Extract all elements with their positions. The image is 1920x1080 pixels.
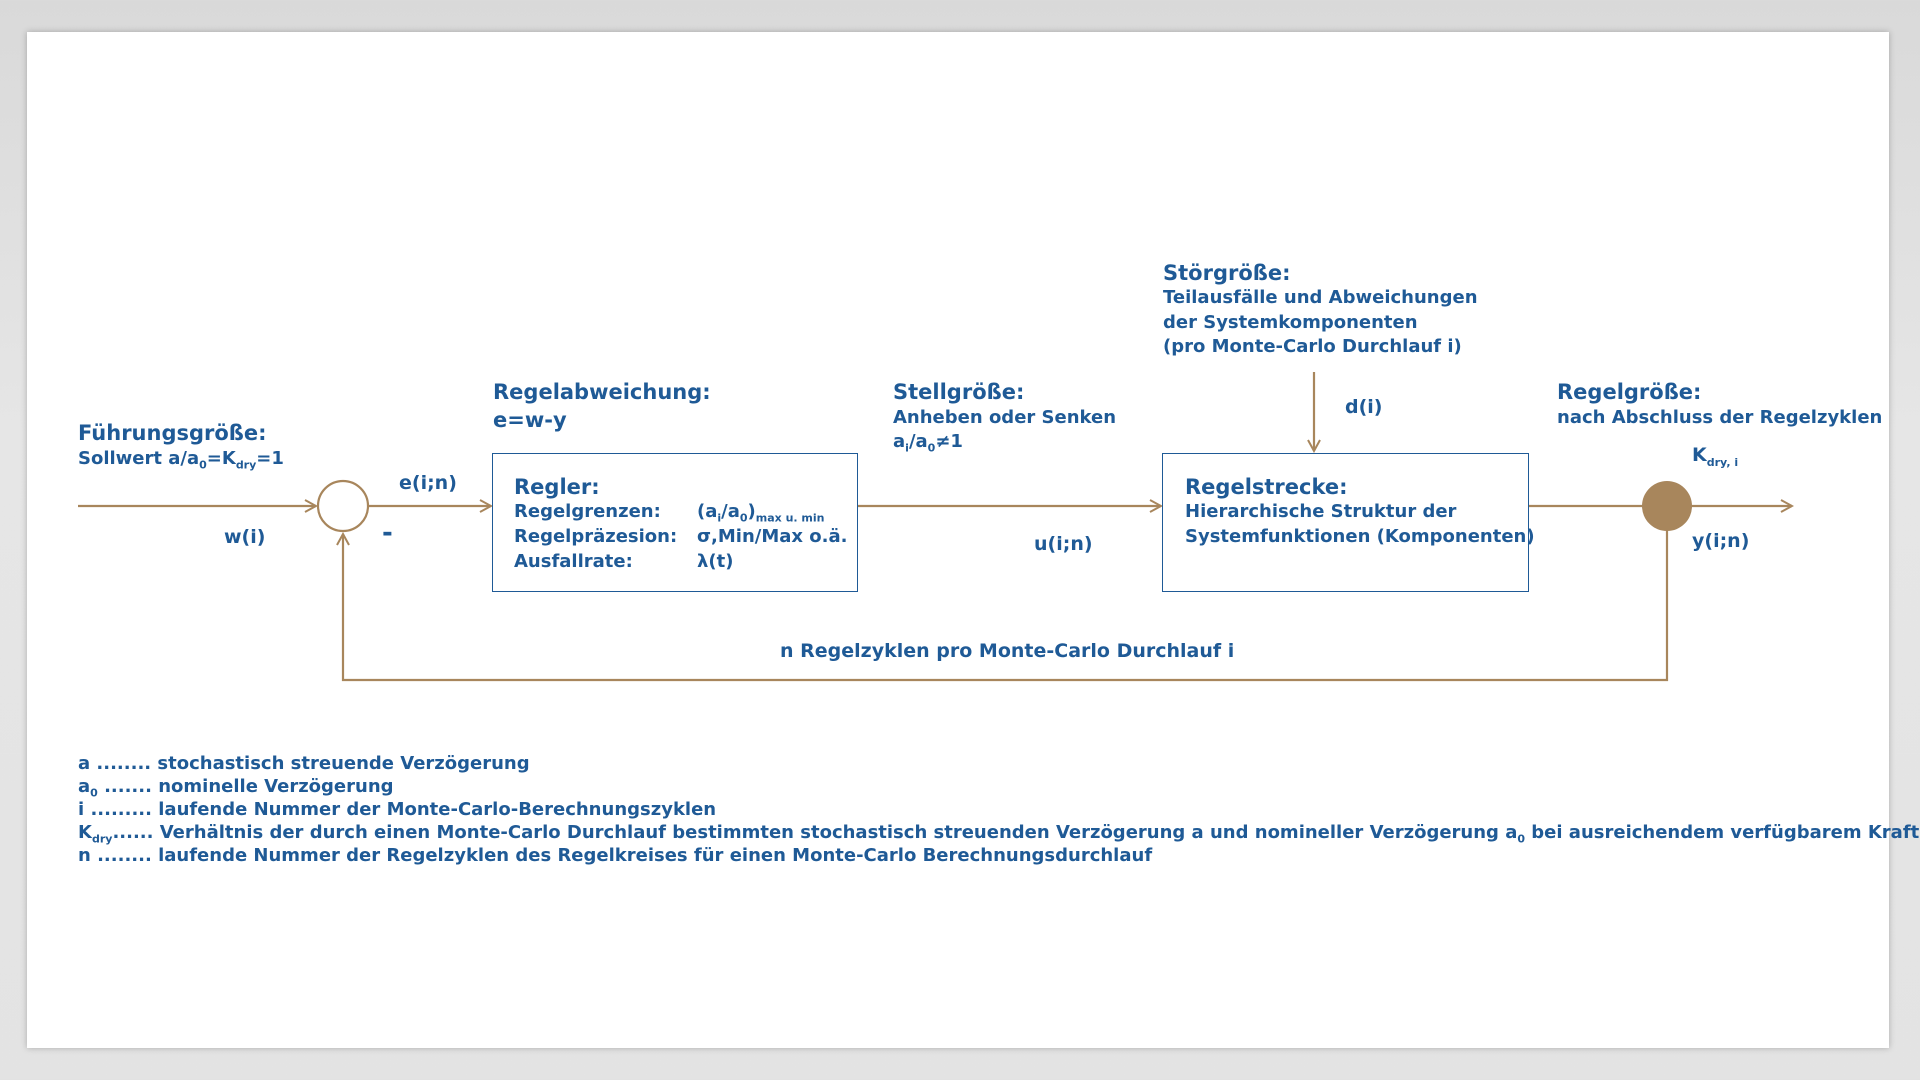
disturbance-line: der Systemkomponenten <box>1163 312 1418 333</box>
plant-box: Regelstrecke: Hierarchische Struktur der… <box>1162 453 1535 592</box>
controller-row-label: Ausfallrate: <box>514 551 633 572</box>
comparator-circle <box>316 479 370 533</box>
legend-row: a0 ....... nominelle Verzögerung <box>78 776 394 800</box>
output-junction <box>1642 481 1692 531</box>
signal-w: w(i) <box>224 526 266 548</box>
legend-row: i ......... laufende Nummer der Monte-Ca… <box>78 799 717 820</box>
output-line1: nach Abschluss der Regelzyklen <box>1557 407 1883 428</box>
error-title: Regelabweichung: <box>493 380 711 404</box>
error-formula: e=w-y <box>493 408 567 432</box>
plant-title: Regelstrecke: <box>1185 475 1348 499</box>
signal-y: y(i;n) <box>1692 530 1750 552</box>
wire-feedback <box>343 530 1669 682</box>
comparator-minus: - <box>382 518 393 548</box>
signal-e: e(i;n) <box>399 472 457 494</box>
signal-u: u(i;n) <box>1034 533 1093 555</box>
controller-row-label: Regelpräzesion: <box>514 526 678 547</box>
plant-line: Hierarchische Struktur der <box>1185 501 1457 522</box>
disturbance-line: Teilausfälle und Abweichungen <box>1163 287 1478 308</box>
legend-row: n ........ laufende Nummer der Regelzykl… <box>78 845 1153 866</box>
reference-title: Führungsgröße: <box>78 421 267 445</box>
output-title: Regelgröße: <box>1557 380 1702 404</box>
controller-row-value: λ(t) <box>697 551 734 572</box>
disturbance-title: Störgröße: <box>1163 261 1291 285</box>
reference-line: Sollwert a/a0=Kdry=1 <box>78 448 284 472</box>
feedback-label: n Regelzyklen pro Monte-Carlo Durchlauf … <box>780 640 1235 662</box>
controller-row-value: σ,Min/Max o.ä. <box>697 526 848 547</box>
actuating-line2: ai/a0≠1 <box>893 431 963 455</box>
actuating-line1: Anheben oder Senken <box>893 407 1117 428</box>
legend-row: a ........ stochastisch streuende Verzög… <box>78 753 530 774</box>
controller-row-value: (ai/a0)max u. min <box>697 501 825 525</box>
output-k-label: Kdry, i <box>1692 444 1739 469</box>
controller-box: Regler: Regelgrenzen: (ai/a0)max u. min … <box>492 453 858 592</box>
actuating-title: Stellgröße: <box>893 380 1025 404</box>
controller-title: Regler: <box>514 475 600 499</box>
disturbance-line: (pro Monte-Carlo Durchlauf i) <box>1163 336 1462 357</box>
plant-line: Systemfunktionen (Komponenten) <box>1185 526 1535 547</box>
legend-row: Kdry...... Verhältnis der durch einen Mo… <box>78 822 1920 846</box>
signal-d: d(i) <box>1345 396 1383 418</box>
controller-row-label: Regelgrenzen: <box>514 501 661 522</box>
